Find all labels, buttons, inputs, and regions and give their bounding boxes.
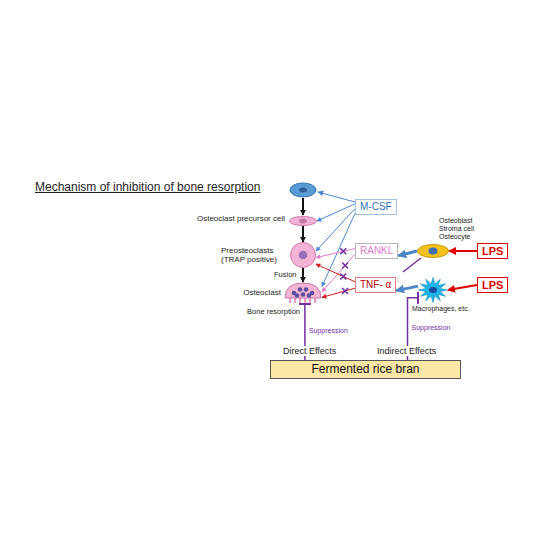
cell-shape [417,244,449,258]
macrophage-cell: Macrophages, etc. [418,277,448,303]
cytokine-box: TNF- α [355,277,396,293]
cell-nucleus [299,219,307,224]
node-text: M-CSF [360,201,392,212]
annotation-label: Fusion [274,270,297,279]
connector [322,254,355,292]
stem-cell-nucleus [299,188,307,193]
connector [302,268,304,282]
osteoclast-nucleus [301,292,306,297]
lps-box: LPS [477,243,508,259]
node-text: TNF- α [360,279,391,290]
treatment-box: Fermented rice bran [270,360,461,379]
connector [322,288,355,297]
inhibition-cross [340,273,346,279]
inhibition-cross [340,248,346,254]
cell-label: Osteoblast Stroma cell Osteocyte [439,217,485,241]
connector [396,286,418,291]
connector [317,204,355,221]
edge-label: Suppression [309,327,348,334]
osteoclast-nucleus [307,293,312,298]
cytokine-box: M-CSF [355,199,397,215]
node-text: RANKL [360,245,393,256]
cell-label: Macrophages, etc. [412,305,470,312]
edge-label: Suppression [412,324,451,331]
cell-shape [289,216,317,226]
macrophage-body [419,278,448,303]
cell-nucleus [299,251,308,260]
cell-label: Osteoclast precursor cell [197,214,285,223]
connector [398,251,417,256]
lps-box: LPS [477,277,508,293]
cell-shape [284,282,322,304]
connector [316,209,355,252]
annotation-label: Direct Effects [282,346,337,356]
node-text: LPS [482,245,503,257]
annotation-label: ↓ [396,240,400,249]
connector [448,285,477,290]
osteoblast-cell: Osteoblast Stroma cell Osteocyte [417,244,449,258]
osteoclast-body [285,283,321,298]
osteoclast-nucleus [304,287,309,292]
connector [302,226,304,242]
preosteoclast-cell: Preosteoclasts (TRAP positive) [290,242,316,268]
stem-cell [290,183,316,197]
inhibition-cross [342,263,348,269]
cell-body [418,245,449,258]
cell-label: Osteoclast [243,288,281,297]
connector [316,264,355,282]
node-text: Fermented rice bran [311,362,419,376]
osteoclast-cell: OsteoclastBone resorption [284,282,322,304]
cell-body [290,217,317,226]
cytokine-box: RANKL [355,243,398,259]
annotation-label: ↓ [396,275,400,284]
cell-label: Preosteoclasts (TRAP positive) [221,246,285,264]
cell-shape [290,242,316,268]
macrophage-nucleus [429,287,437,293]
connector [316,249,355,258]
node-text: LPS [482,279,503,291]
annotation-label: Indirect Effects [376,346,437,356]
cell-body [291,243,316,268]
mcsf-stem-line [318,192,355,202]
osteoclast-nucleus [295,293,300,298]
osteoclast-nucleus [298,287,303,292]
connector [449,250,477,252]
osteoblast-tnf-line [403,258,421,272]
cell-nucleus [428,248,437,255]
differentiation-arrow [302,198,304,215]
inhibition-cross [342,288,348,294]
diagram-title: Mechanism of inhibition of bone resorpti… [35,180,260,194]
cell-label: Bone resorption [247,307,300,316]
precursor-cell: Osteoclast precursor cell [289,216,317,226]
cell-shape [418,277,448,303]
